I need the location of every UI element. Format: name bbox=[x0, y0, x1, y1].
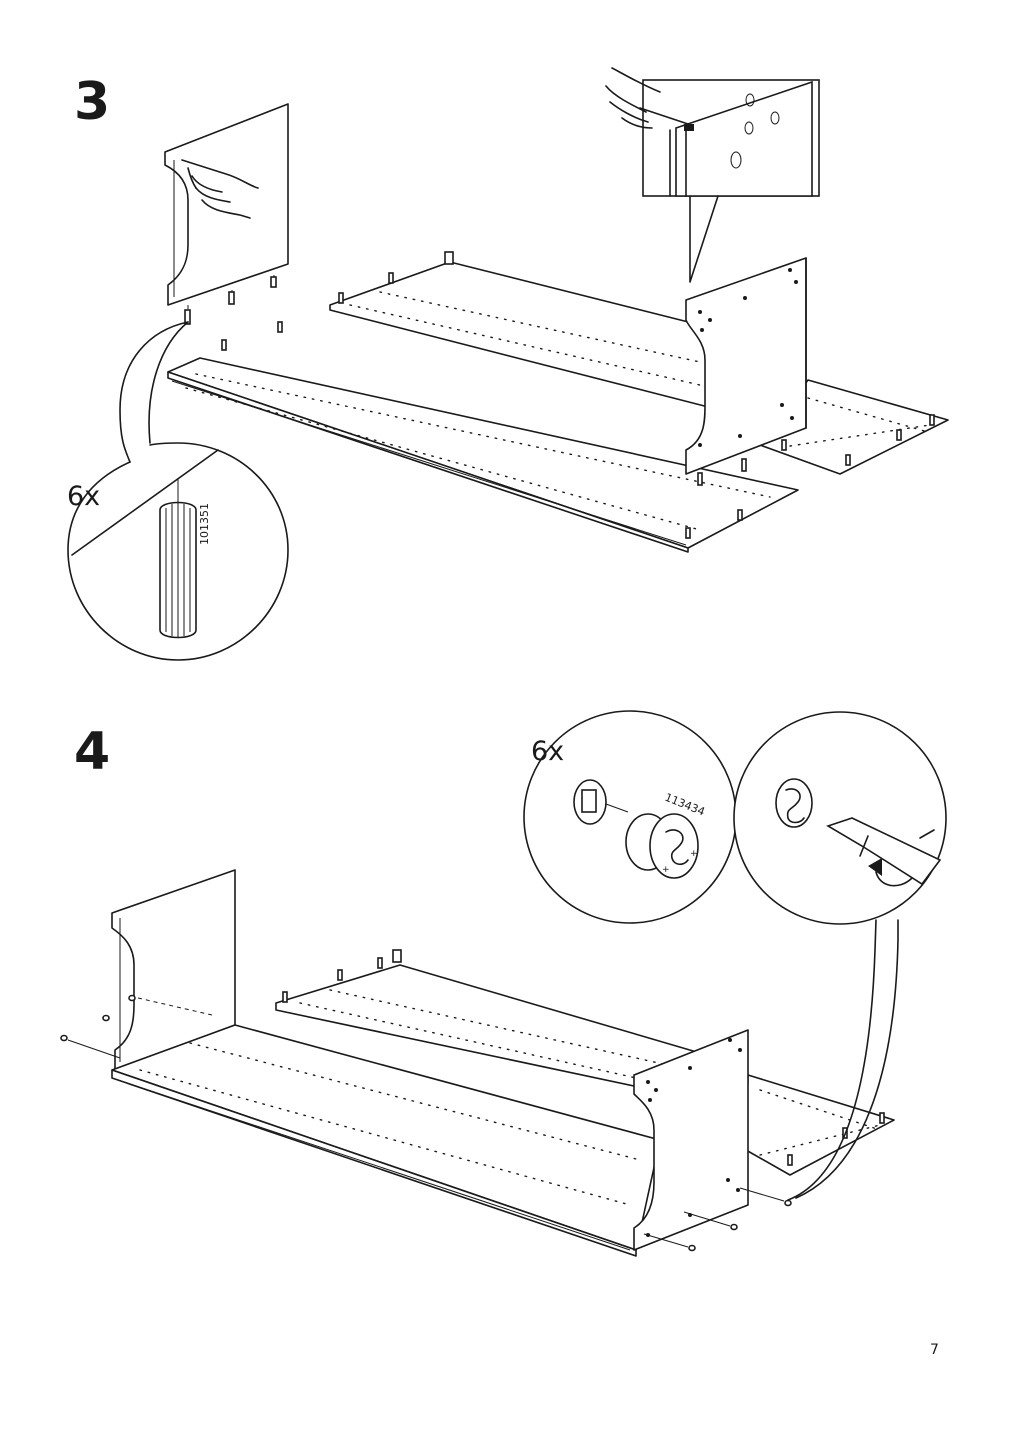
step-4-number: 4 bbox=[74, 722, 110, 782]
step-3: 3 bbox=[67, 67, 949, 661]
right-shelf-board-assembled bbox=[745, 1074, 895, 1176]
right-side-panel bbox=[685, 257, 807, 475]
svg-text:+: + bbox=[690, 849, 698, 859]
cam-lock-icon: + + bbox=[625, 813, 699, 879]
cam-lock-callout: 6x + + 113434 bbox=[523, 710, 737, 924]
detail-box-panel-holes bbox=[642, 79, 820, 283]
cam-lock-top-icon bbox=[775, 778, 813, 828]
step-4: 4 bbox=[60, 710, 947, 1257]
screwdriver-callout bbox=[733, 711, 947, 1201]
bottom-board-assembled bbox=[111, 1024, 661, 1257]
screwdriver-icon bbox=[826, 817, 942, 886]
left-side-panel bbox=[164, 103, 289, 320]
left-side-panel-assembled bbox=[111, 869, 236, 1071]
step-3-quantity: 6x bbox=[67, 481, 100, 512]
dowel-callout: 6x 101351 bbox=[67, 321, 289, 661]
step-4-quantity: 6x bbox=[531, 736, 564, 767]
cam-hole-icon bbox=[573, 779, 629, 825]
hand-pointing-icon-detail bbox=[605, 67, 689, 129]
right-side-panel-assembled bbox=[633, 1029, 749, 1251]
back-board bbox=[329, 261, 721, 411]
step-3-number: 3 bbox=[74, 72, 110, 132]
cam-locks-step-4 bbox=[60, 994, 792, 1252]
page-number: 7 bbox=[930, 1342, 939, 1358]
svg-text:+: + bbox=[662, 865, 670, 875]
hand-pointing-icon bbox=[181, 159, 259, 219]
rotate-arrow-icon bbox=[868, 858, 913, 887]
dowels-step-3 bbox=[184, 251, 935, 539]
dowel-icon bbox=[159, 478, 197, 639]
bottom-board-front bbox=[167, 357, 799, 553]
step-3-part-number: 101351 bbox=[198, 503, 211, 545]
